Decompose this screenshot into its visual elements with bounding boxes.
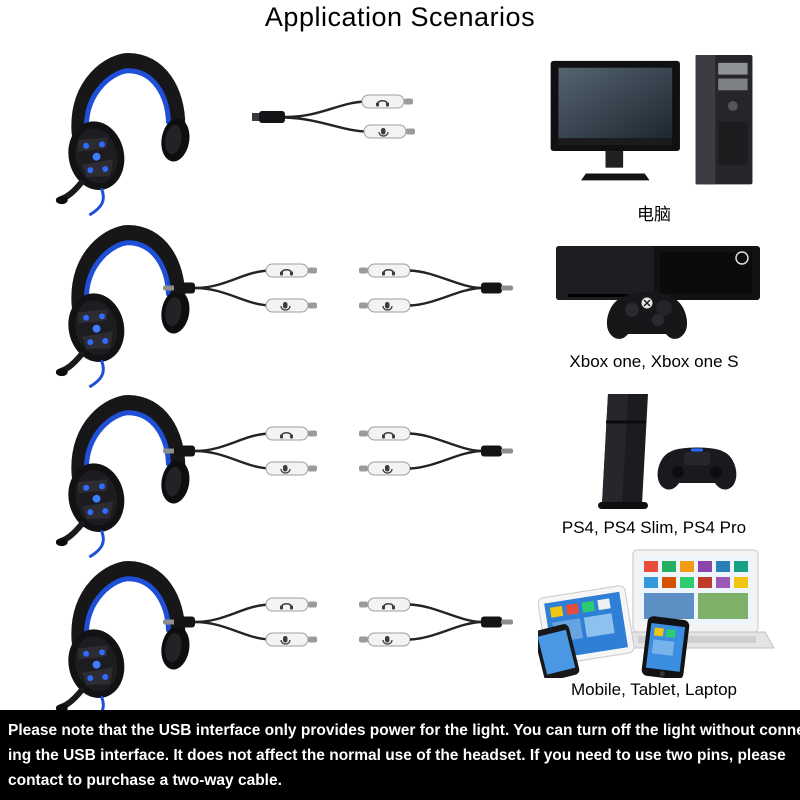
mobile-tablet-laptop-icon — [538, 548, 778, 678]
dual-y-splitter-cable-icon — [162, 425, 514, 477]
device-label-mobile: Mobile, Tablet, Laptop — [570, 680, 738, 699]
desktop-computer-icon — [548, 55, 760, 200]
page-title: Application Scenarios — [264, 2, 536, 32]
gaming-headset-image — [55, 48, 195, 216]
device-label-xbox: Xbox one, Xbox one S — [569, 352, 739, 371]
footer-note-line: ing the USB interface. It does not affec… — [8, 747, 786, 764]
footer-note-line: Please note that the USB interface only … — [8, 722, 800, 739]
footer-note-line: contact to purchase a two-way cable. — [8, 772, 282, 789]
footer-note-bar: Please note that the USB interface only … — [0, 710, 800, 800]
device-label-pc: 电脑 — [637, 205, 671, 224]
dual-y-splitter-cable-icon — [162, 262, 514, 314]
device-label-ps4: PS4, PS4 Slim, PS4 Pro — [561, 518, 747, 537]
ps4-console-icon — [556, 392, 756, 516]
xbox-console-icon — [540, 240, 768, 350]
dual-y-splitter-cable-icon — [162, 596, 514, 648]
y-splitter-cable-icon — [252, 92, 462, 144]
